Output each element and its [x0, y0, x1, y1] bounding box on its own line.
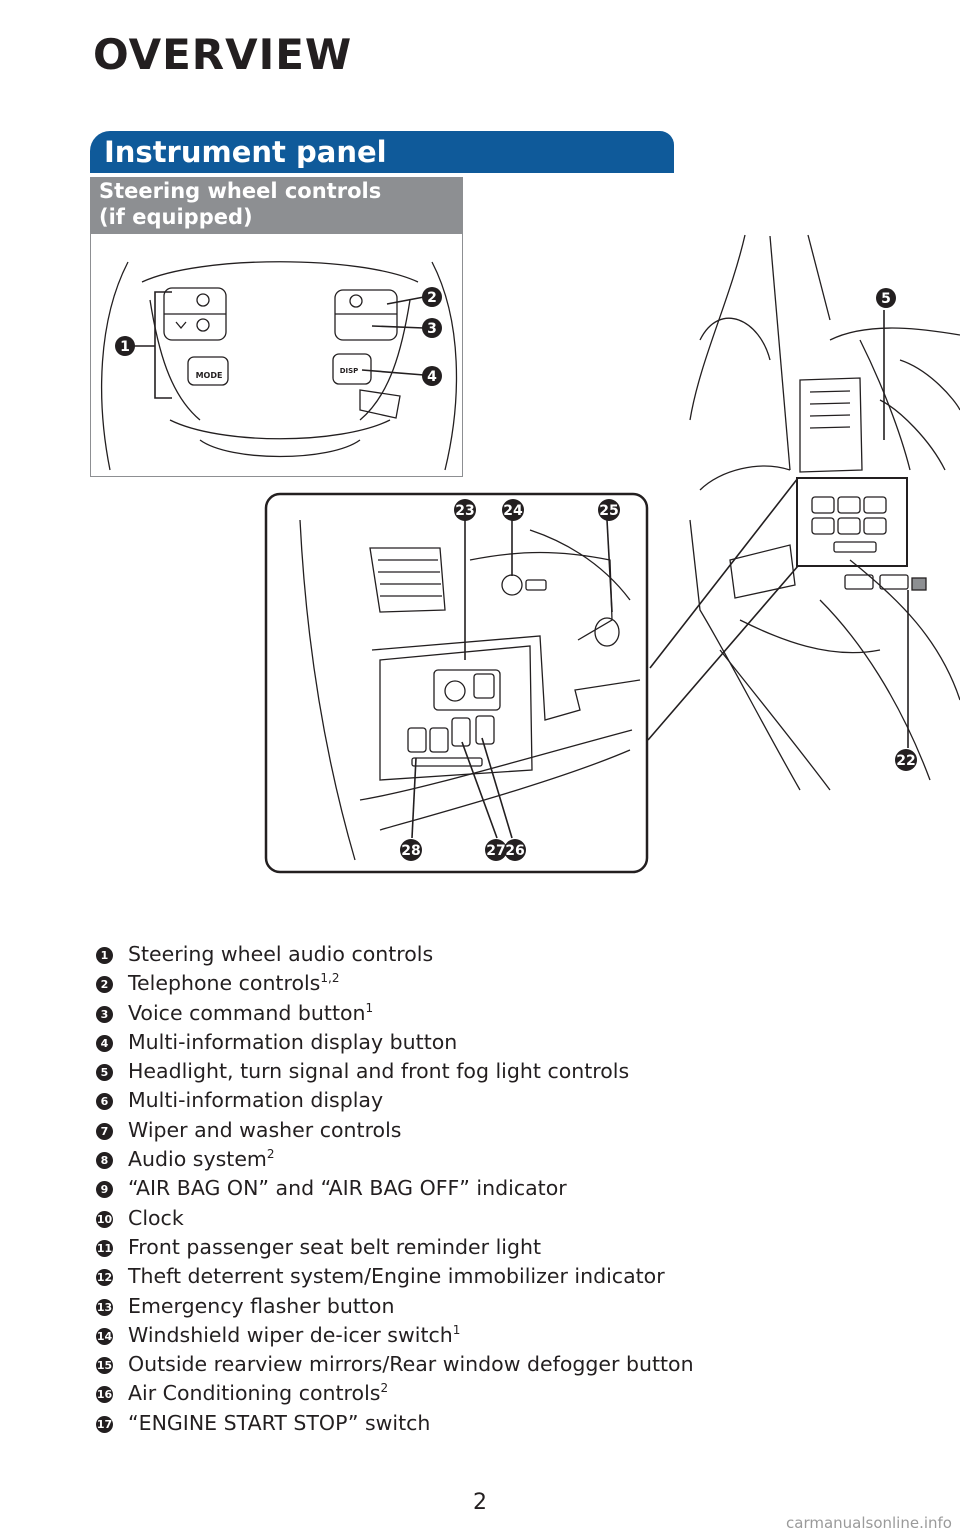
page-number: 2	[473, 1490, 487, 1515]
legend-item: 8 Audio system2	[96, 1145, 896, 1174]
callout-1: 1	[115, 336, 135, 356]
legend-item: 2 Telephone controls1,2	[96, 969, 896, 998]
legend-number-badge: 5	[96, 1064, 113, 1082]
legend-label: Outside rearview mirrors/Rear window def…	[128, 1352, 694, 1377]
legend-item: 10 Clock	[96, 1204, 896, 1233]
callout-27: 27	[485, 839, 507, 861]
legend-number-badge: 17	[96, 1415, 113, 1433]
svg-text:26: 26	[505, 843, 524, 859]
dashboard-drawing	[647, 234, 960, 791]
legend-item: 4 Multi-information display button	[96, 1028, 896, 1057]
svg-text:3: 3	[427, 321, 437, 337]
legend-number-badge: 10	[96, 1210, 113, 1228]
legend-item: 14 Windshield wiper de-icer switch1	[96, 1321, 896, 1350]
legend-label: Wiper and washer controls	[128, 1117, 402, 1142]
legend-number-badge: 4	[96, 1034, 113, 1052]
steering-wheel-illustration-frame	[90, 233, 463, 477]
callout-5: 5	[876, 288, 896, 308]
svg-text:25: 25	[599, 503, 618, 519]
callout-4: 4	[422, 366, 442, 386]
legend-number-badge: 3	[96, 1005, 113, 1023]
switch-panel-inset-drawing	[299, 519, 641, 861]
legend-item: 13 Emergency flasher button	[96, 1292, 896, 1321]
callout-3: 3	[422, 318, 442, 338]
svg-text:5: 5	[881, 291, 891, 307]
mode-button-label: MODE	[196, 371, 223, 380]
svg-text:4: 4	[427, 369, 437, 385]
legend-number-badge: 9	[96, 1181, 113, 1199]
legend-item: 17 “ENGINE START STOP” switch	[96, 1409, 896, 1438]
callout-24: 24	[502, 499, 524, 521]
legend-label: Steering wheel audio controls	[128, 942, 434, 966]
legend-label: Multi-information display	[128, 1088, 384, 1113]
legend-item: 15 Outside rearview mirrors/Rear window d…	[96, 1350, 896, 1379]
svg-text:27: 27	[486, 843, 505, 859]
legend-number-badge: 14	[96, 1327, 113, 1345]
legend-label: Audio system2	[128, 1147, 275, 1172]
legend-number-badge: 16	[96, 1386, 113, 1404]
svg-text:22: 22	[896, 753, 915, 769]
legend-number-badge: 1	[96, 947, 113, 964]
callout-25: 25	[598, 499, 620, 521]
svg-text:23: 23	[455, 503, 474, 519]
legend-number-badge: 6	[96, 1093, 113, 1111]
legend-label: Telephone controls1,2	[128, 971, 340, 996]
legend-label: Air Conditioning controls2	[128, 1381, 389, 1406]
callout-23: 23	[454, 499, 476, 521]
legend-item: 9 “AIR BAG ON” and “AIR BAG OFF” indicato…	[96, 1174, 896, 1203]
legend-item: 11 Front passenger seat belt reminder lig…	[96, 1233, 896, 1262]
legend-number-badge: 13	[96, 1298, 113, 1316]
legend-label: “ENGINE START STOP” switch	[128, 1410, 431, 1435]
legend-label: Headlight, turn signal and front fog lig…	[128, 1059, 630, 1084]
steering-wheel-drawing	[100, 261, 458, 471]
subsection-title: Steering wheel controls (if equipped)	[99, 178, 381, 230]
svg-text:24: 24	[503, 503, 523, 519]
legend-item: 7 Wiper and washer controls	[96, 1116, 896, 1145]
legend-item: 5 Headlight, turn signal and front fog li…	[96, 1057, 896, 1086]
legend-label: “AIR BAG ON” and “AIR BAG OFF” indicator	[128, 1176, 567, 1201]
legend-list: 1 Steering wheel audio controls 2 Telephon…	[96, 940, 896, 1438]
svg-text:2: 2	[427, 290, 437, 306]
legend-label: Theft deterrent system/Engine immobilize…	[128, 1264, 665, 1289]
legend-number-badge: 15	[96, 1357, 113, 1375]
legend-label: Clock	[128, 1205, 184, 1230]
svg-text:28: 28	[401, 843, 420, 859]
legend-label: Multi-information display button	[128, 1029, 458, 1054]
legend-label: Front passenger seat belt reminder light	[128, 1234, 542, 1259]
legend-item: 6 Multi-information display	[96, 1086, 896, 1115]
callout-28: 28	[400, 839, 422, 861]
legend-label: Voice command button1	[128, 1000, 374, 1025]
legend-number-badge: 7	[96, 1122, 113, 1140]
svg-text:1: 1	[120, 339, 130, 355]
page-title: OVERVIEW	[93, 30, 353, 79]
legend-number-badge: 2	[96, 976, 113, 994]
callout-26: 26	[504, 839, 526, 861]
callout-22: 22	[895, 749, 917, 771]
legend-item: 1 Steering wheel audio controls	[96, 940, 896, 969]
disp-button-label: DISP	[340, 367, 359, 375]
subsection-title-line1: Steering wheel controls	[99, 179, 382, 203]
section-title: Instrument panel	[104, 135, 387, 169]
subsection-header-bar	[90, 177, 463, 233]
legend-label: Windshield wiper de-icer switch1	[128, 1322, 461, 1347]
switch-panel-zoom-inset	[264, 492, 649, 874]
legend-item: 16 Air Conditioning controls2	[96, 1379, 896, 1408]
watermark-link[interactable]: carmanualsonline.info	[786, 1514, 952, 1532]
callout-2: 2	[422, 287, 442, 307]
legend-label: Emergency flasher button	[128, 1293, 395, 1318]
legend-item: 12 Theft deterrent system/Engine immobili…	[96, 1262, 896, 1291]
instrument-panel-illustration: MODE DISP	[100, 234, 960, 874]
legend-number-badge: 8	[96, 1152, 113, 1170]
section-header-bar	[90, 131, 674, 173]
legend-item: 3 Voice command button1	[96, 999, 896, 1028]
legend-number-badge: 12	[96, 1269, 113, 1287]
subsection-title-line2: (if equipped)	[99, 205, 253, 229]
legend-number-badge: 11	[96, 1239, 113, 1257]
